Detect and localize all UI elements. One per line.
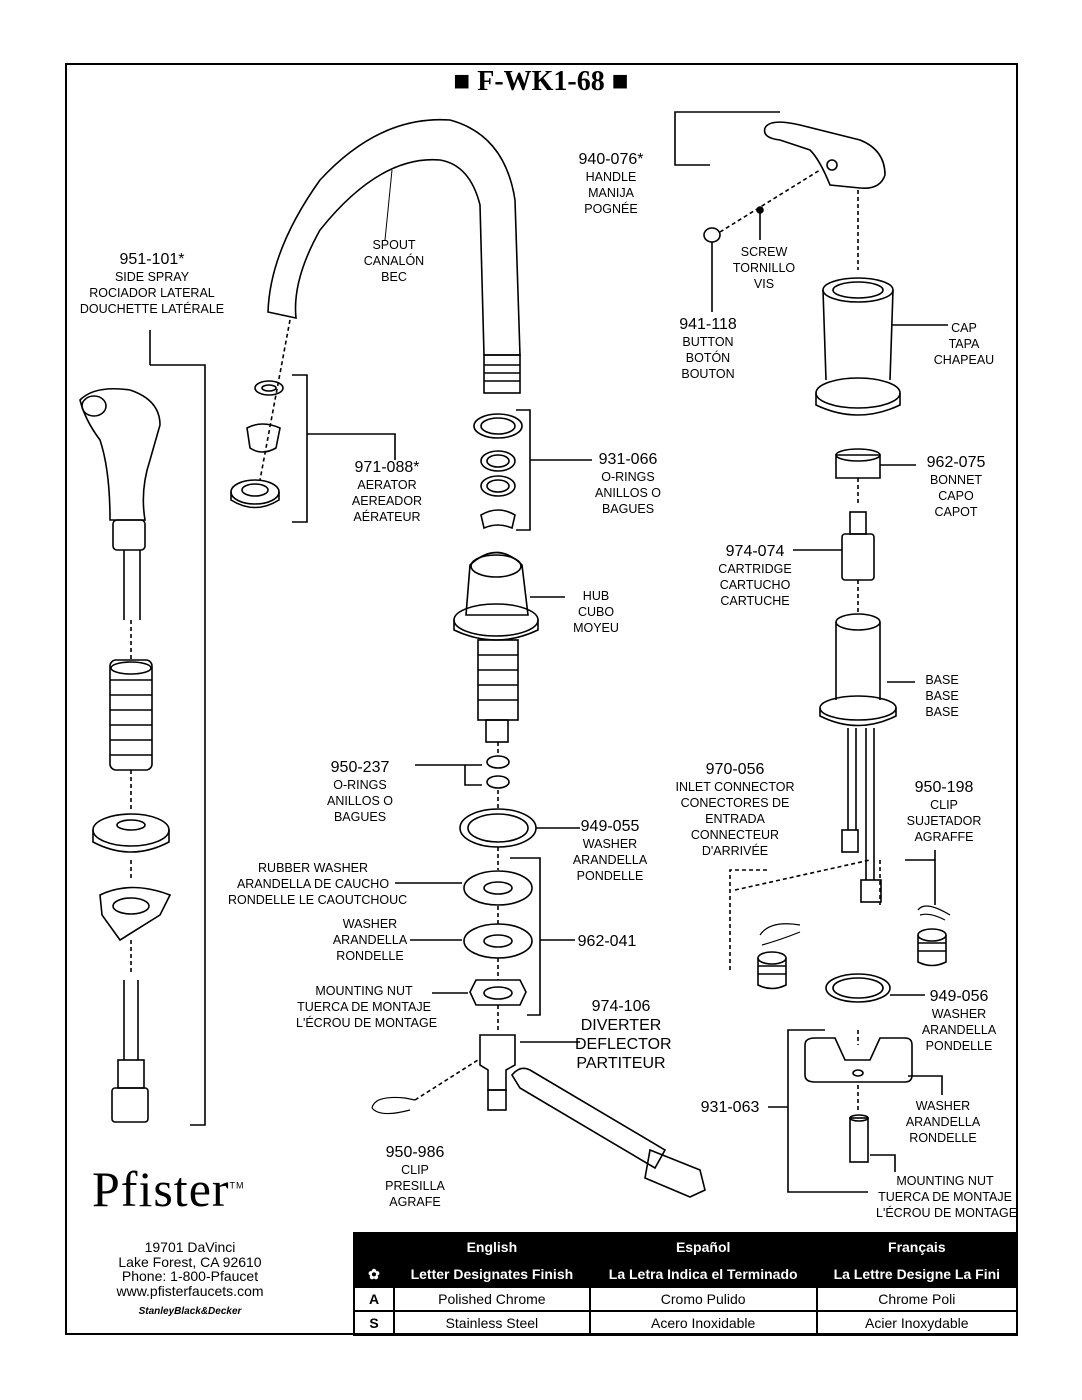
finish-symbol-icon: ✿ — [353, 1260, 395, 1288]
aerator-drawing — [230, 319, 396, 523]
table-row: A Polished Chrome Cromo Pulido Chrome Po… — [353, 1286, 1019, 1312]
pfister-logo: PfisterTM — [92, 1161, 245, 1217]
legend-header-spanish: Español — [588, 1232, 818, 1262]
finish-spanish: Cromo Pulido — [588, 1286, 818, 1312]
cap-drawing — [815, 277, 948, 416]
label-931-063: 931-063 — [700, 1099, 760, 1116]
legend-header-english: English — [393, 1232, 591, 1262]
finish-french: Chrome Poli — [815, 1286, 1019, 1312]
table-row: S Stainless Steel Acero Inoxidable Acier… — [353, 1310, 1019, 1336]
company-address: 19701 DaVinci Lake Forest, CA 92610 Phon… — [116, 1239, 264, 1299]
legend-sub-french: La Lettre Designe La Fini — [815, 1260, 1019, 1288]
hub-drawing — [453, 551, 565, 743]
finish-spanish: Acero Inoxidable — [588, 1310, 818, 1336]
finish-english: Polished Chrome — [393, 1286, 591, 1312]
parent-company: StanleyBlack&Decker — [138, 1306, 242, 1317]
spout-drawing — [267, 118, 521, 394]
o-rings-drawing — [473, 409, 592, 531]
finish-french: Acier Inoxydable — [815, 1310, 1019, 1336]
finish-legend-table: English Español Français ✿ Letter Design… — [353, 1232, 1019, 1336]
inlet-connectors-drawing — [729, 850, 951, 990]
finish-code: S — [353, 1310, 395, 1336]
model-title: ■ F-WK1-68 ■ — [453, 66, 629, 97]
legend-sub-english: Letter Designates Finish — [393, 1260, 591, 1288]
side-spray-drawing — [79, 330, 206, 1126]
lower-washers-drawing — [395, 742, 580, 1030]
finish-code: A — [353, 1286, 395, 1312]
legend-sub-spanish: La Letra Indica el Terminado — [588, 1260, 818, 1288]
valve-body-drawing — [793, 448, 916, 903]
finish-english: Stainless Steel — [393, 1310, 591, 1336]
handle-drawing — [674, 111, 886, 312]
legend-header-french: Français — [815, 1232, 1019, 1262]
label-962-041: 962-041 — [577, 933, 637, 950]
mounting-hardware-drawing — [768, 973, 943, 1193]
legend-corner — [353, 1232, 395, 1262]
diverter-drawing — [371, 1034, 706, 1198]
